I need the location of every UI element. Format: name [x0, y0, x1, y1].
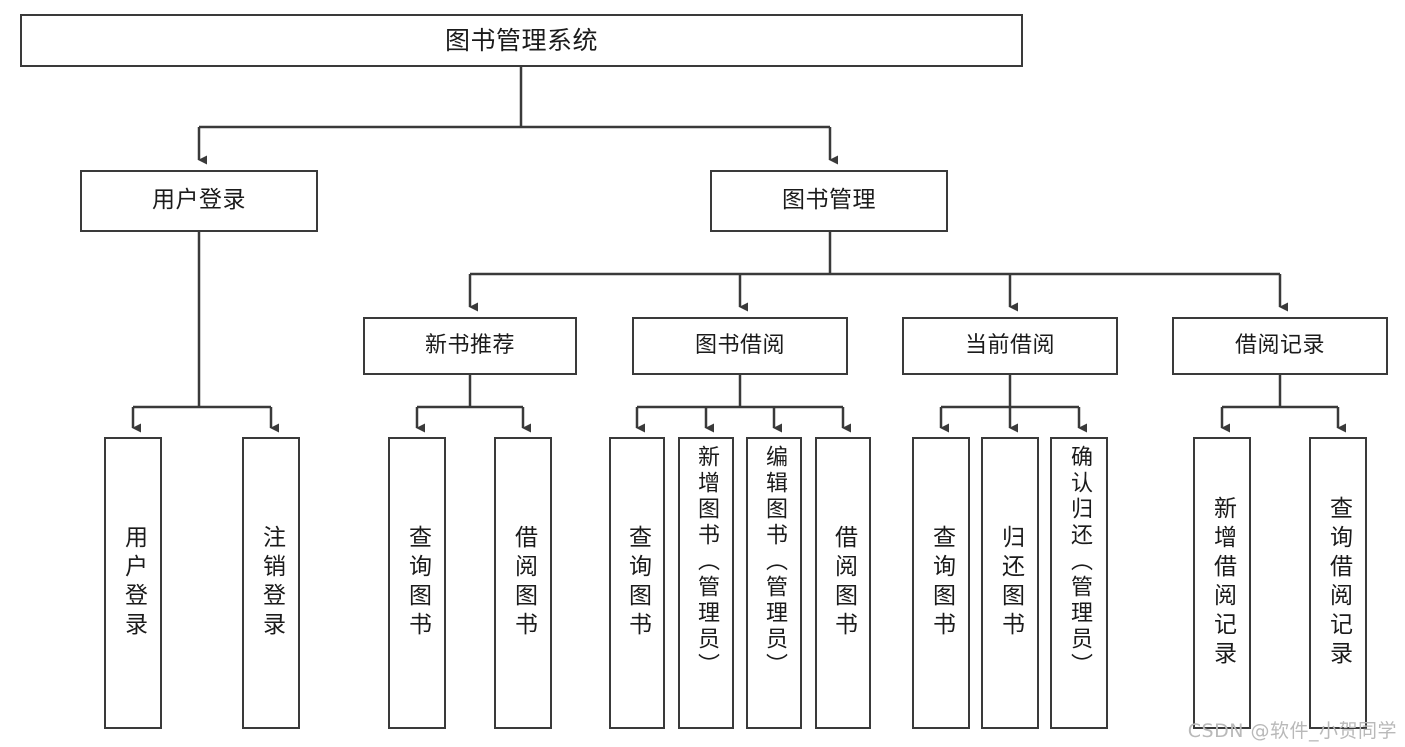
node-label: 编辑图书（管理员）	[762, 445, 787, 679]
node-label: 归还图书	[997, 525, 1024, 641]
node-current-borrow[interactable]: 当前借阅	[902, 317, 1118, 375]
leaf-query-book-borrow[interactable]: 查询图书	[609, 437, 665, 729]
leaf-edit-book-admin[interactable]: 编辑图书（管理员）	[746, 437, 802, 729]
leaf-borrow-book[interactable]: 借阅图书	[815, 437, 871, 729]
node-label: 当前借阅	[964, 333, 1055, 359]
node-book-management[interactable]: 图书管理	[710, 170, 948, 232]
node-user-login[interactable]: 用户登录	[80, 170, 318, 232]
node-label: 图书借阅	[694, 333, 785, 359]
node-label: 查询借阅记录	[1325, 496, 1352, 670]
leaf-confirm-return-admin[interactable]: 确认归还（管理员）	[1050, 437, 1108, 729]
leaf-user-login[interactable]: 用户登录	[104, 437, 162, 729]
node-label: 新增图书（管理员）	[694, 445, 719, 679]
leaf-query-book-current[interactable]: 查询图书	[912, 437, 970, 729]
node-label: 借阅图书	[510, 525, 537, 641]
leaf-add-borrow-record[interactable]: 新增借阅记录	[1193, 437, 1251, 729]
node-borrow-record[interactable]: 借阅记录	[1172, 317, 1388, 375]
node-label: 图书管理系统	[444, 25, 598, 55]
node-label: 新书推荐	[424, 333, 515, 359]
node-label: 用户登录	[120, 525, 147, 641]
leaf-query-book-new[interactable]: 查询图书	[388, 437, 446, 729]
node-label: 查询图书	[404, 525, 431, 641]
node-new-book-recommend[interactable]: 新书推荐	[363, 317, 577, 375]
node-label: 注销登录	[258, 525, 285, 641]
node-label: 查询图书	[928, 525, 955, 641]
leaf-query-borrow-record[interactable]: 查询借阅记录	[1309, 437, 1367, 729]
node-label: 用户登录	[152, 187, 246, 214]
node-label: 确认归还（管理员）	[1067, 445, 1092, 679]
csdn-watermark: CSDN @软件_小贺同学	[1187, 720, 1397, 742]
node-label: 借阅记录	[1234, 333, 1325, 359]
node-label: 借阅图书	[830, 525, 857, 641]
leaf-return-book[interactable]: 归还图书	[981, 437, 1039, 729]
leaf-add-book-admin[interactable]: 新增图书（管理员）	[678, 437, 734, 729]
node-label: 查询图书	[624, 525, 651, 641]
leaf-user-logout[interactable]: 注销登录	[242, 437, 300, 729]
node-system-root[interactable]: 图书管理系统	[20, 14, 1023, 67]
node-label: 新增借阅记录	[1209, 496, 1236, 670]
leaf-borrow-book-new[interactable]: 借阅图书	[494, 437, 552, 729]
node-label: 图书管理	[782, 187, 876, 214]
node-book-borrow[interactable]: 图书借阅	[632, 317, 848, 375]
